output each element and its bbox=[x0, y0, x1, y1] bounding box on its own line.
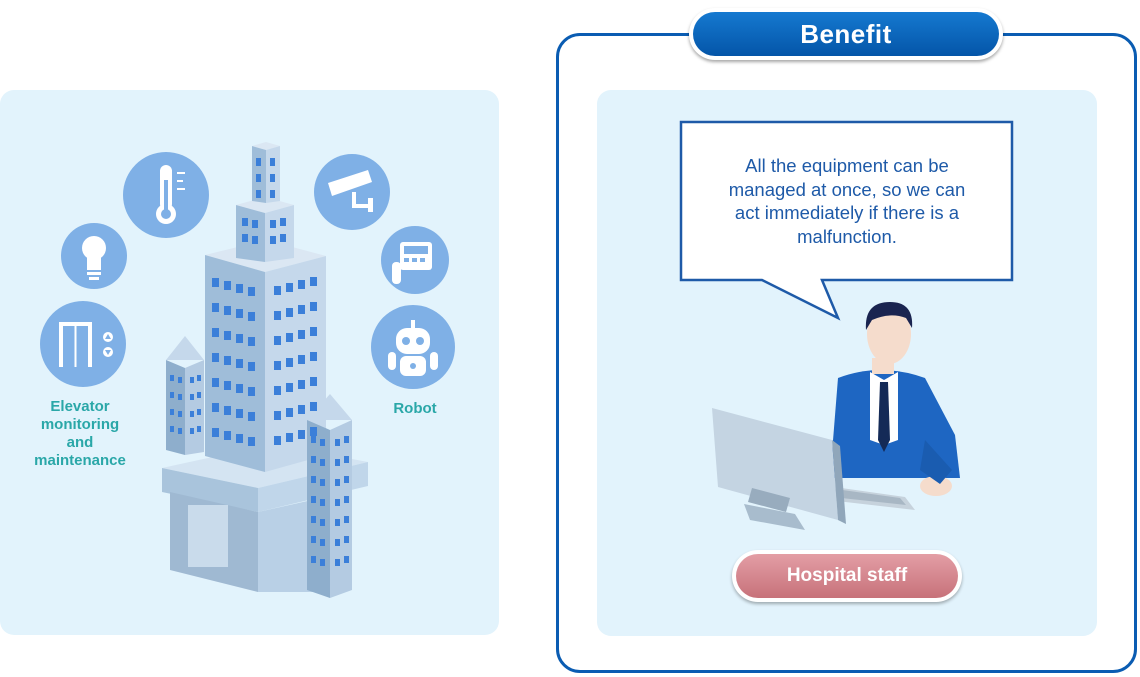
elevator-icon bbox=[40, 301, 126, 387]
keyboard bbox=[820, 485, 915, 510]
elevator-label-line: and bbox=[66, 434, 94, 451]
person-figure bbox=[830, 302, 960, 496]
speech-text: All the equipment can be managed at once… bbox=[694, 154, 1000, 248]
benefit-title-pill: Benefit bbox=[689, 8, 1003, 60]
robot-icon bbox=[371, 305, 455, 389]
benefit-title: Benefit bbox=[693, 12, 999, 56]
speech-line: All the equipment can be bbox=[745, 155, 949, 176]
speech-line: malfunction. bbox=[797, 225, 897, 247]
building-illustration bbox=[40, 142, 455, 598]
thermometer-icon bbox=[123, 152, 209, 238]
security-camera-icon bbox=[314, 154, 390, 230]
elevator-label: Elevator monitoring and maintenance bbox=[24, 398, 136, 470]
hospital-staff-pill: Hospital staff bbox=[732, 550, 962, 602]
robot-label: Robot bbox=[393, 400, 437, 417]
light-bulb-icon bbox=[61, 223, 127, 289]
access-panel-icon bbox=[381, 226, 449, 294]
speech-bubble bbox=[679, 120, 1014, 321]
building-complex bbox=[162, 142, 368, 598]
elevator-label-line: maintenance bbox=[34, 452, 126, 469]
elevator-label-line: monitoring bbox=[40, 416, 120, 433]
computer-monitor bbox=[712, 408, 846, 530]
speech-line: managed at once, so we can bbox=[728, 178, 966, 200]
hospital-staff-label: Hospital staff bbox=[736, 554, 958, 598]
elevator-label-line: Elevator bbox=[50, 398, 110, 415]
speech-line: act immediately if there is a bbox=[734, 202, 960, 223]
